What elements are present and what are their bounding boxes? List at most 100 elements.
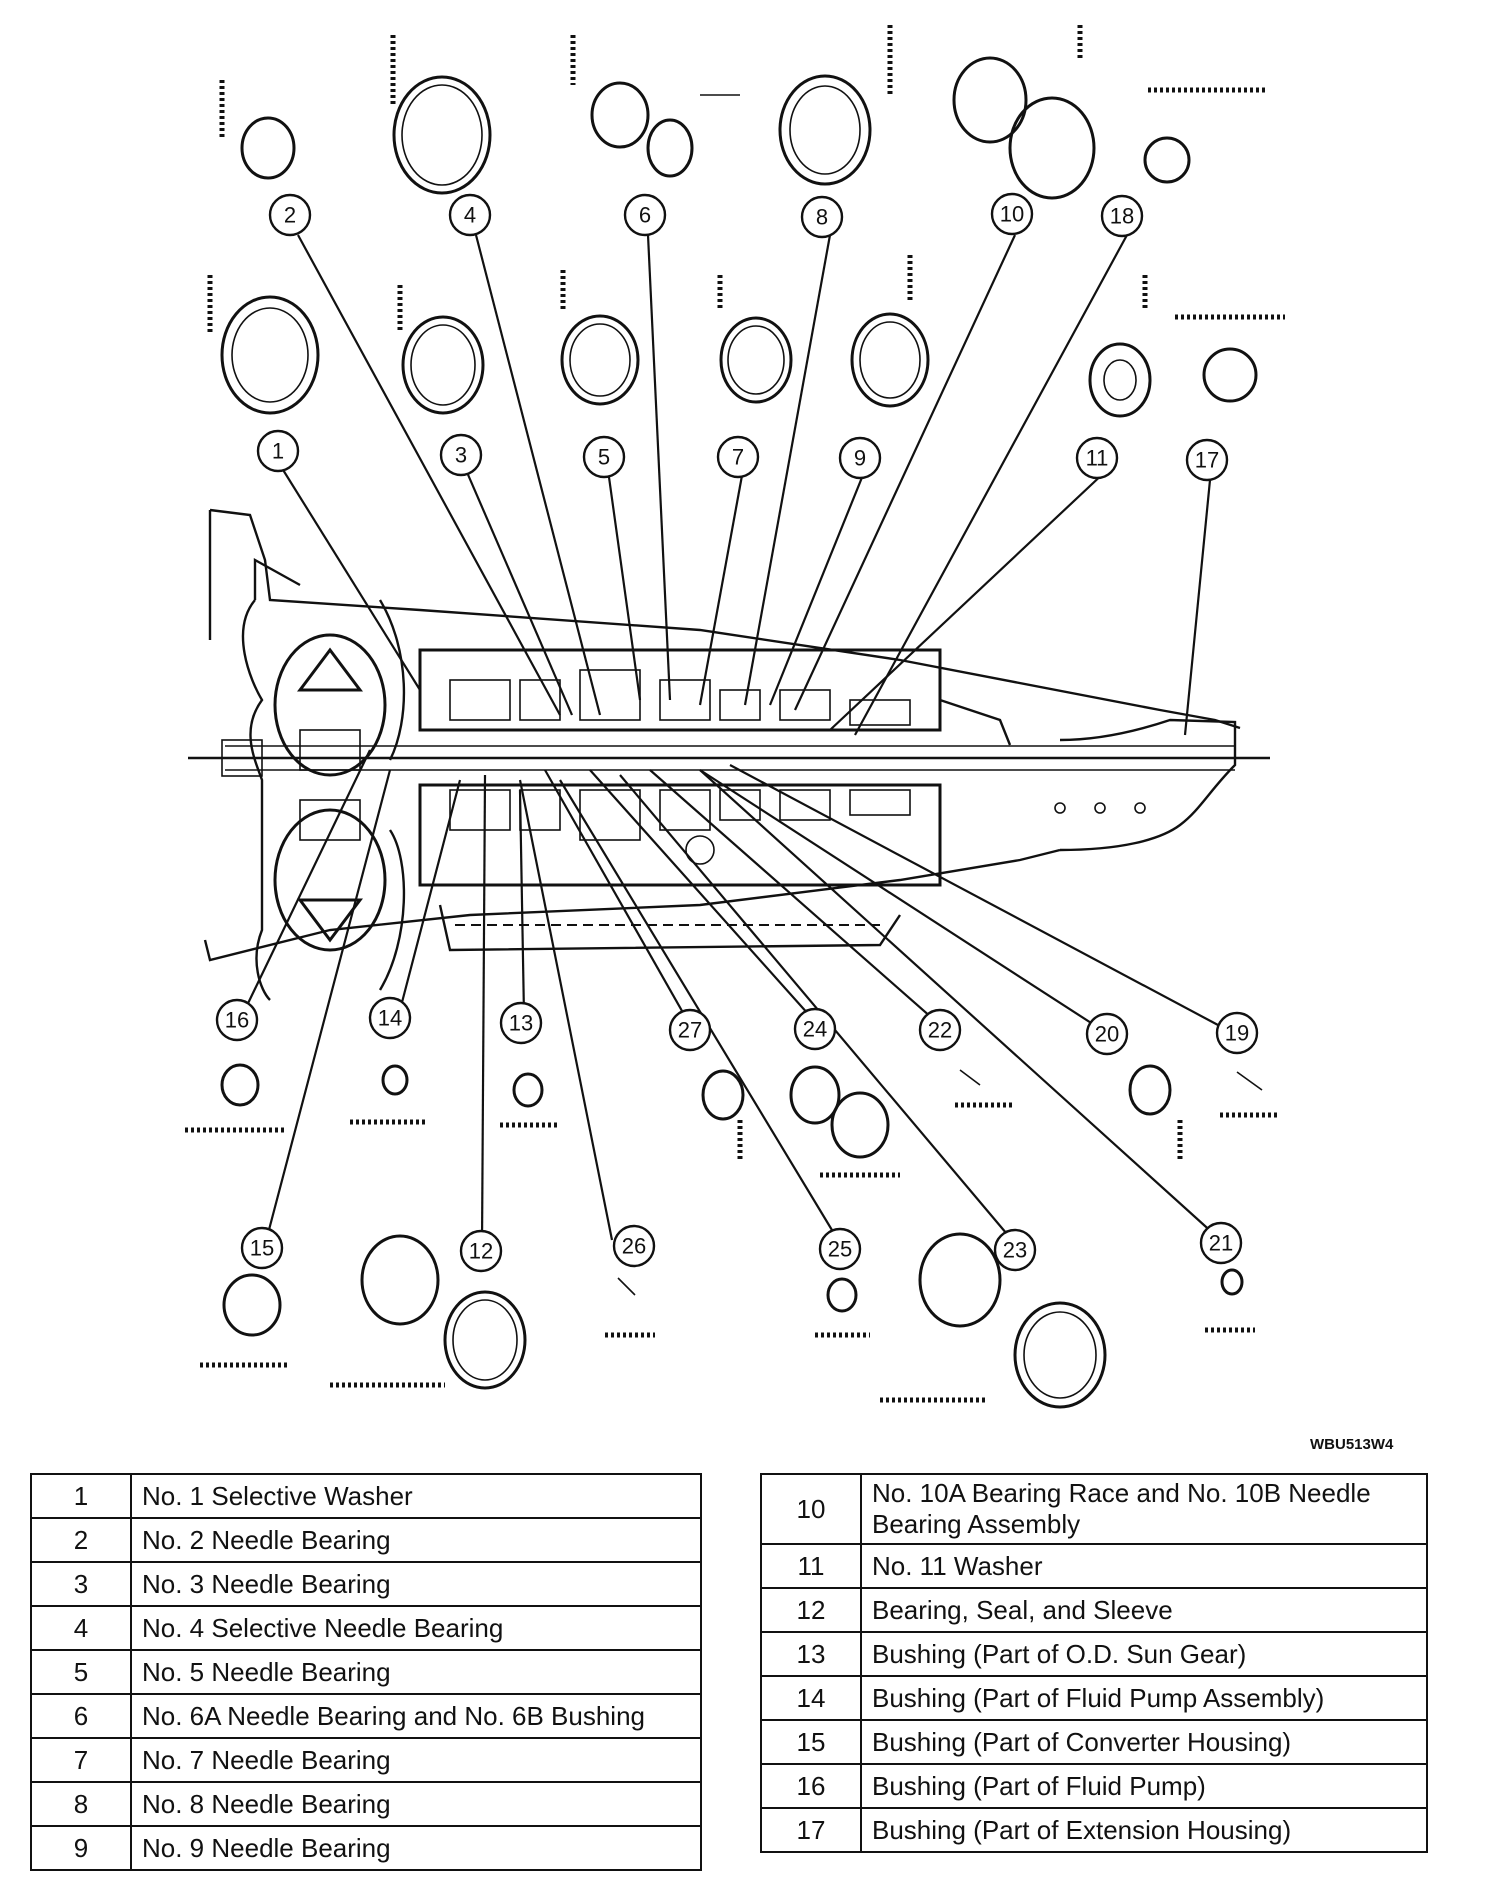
legend-description: Bushing (Part of Extension Housing) — [860, 1807, 1428, 1853]
callout-7: 7 — [716, 435, 760, 479]
leader-lines — [239, 234, 1219, 1246]
transmission-diagram: 2 4 6 8 10 18 1 3 5 7 9 11 17 16 14 13 2… — [185, 25, 1285, 1409]
svg-text:16: 16 — [225, 1008, 249, 1033]
legend-description: No. 2 Needle Bearing — [130, 1517, 702, 1563]
svg-text:22: 22 — [928, 1018, 952, 1043]
svg-text:2: 2 — [284, 203, 296, 228]
callout-16: 16 — [215, 998, 259, 1042]
callout-5: 5 — [582, 435, 626, 479]
svg-text:9: 9 — [854, 446, 866, 471]
svg-text:25: 25 — [828, 1237, 852, 1262]
callout-10: 10 — [990, 192, 1034, 236]
svg-text:21: 21 — [1209, 1231, 1233, 1256]
legend-description: Bushing (Part of Fluid Pump Assembly) — [860, 1675, 1428, 1721]
part-illustrations — [185, 25, 1285, 1409]
callout-4: 4 — [448, 193, 492, 237]
legend-description: No. 5 Needle Bearing — [130, 1649, 702, 1695]
callout-19: 19 — [1215, 1011, 1259, 1055]
legend-number: 2 — [30, 1517, 132, 1563]
legend-number: 9 — [30, 1825, 132, 1871]
legend-number: 7 — [30, 1737, 132, 1783]
callout-21: 21 — [1199, 1221, 1243, 1265]
legend-number: 5 — [30, 1649, 132, 1695]
svg-text:12: 12 — [469, 1239, 493, 1264]
legend-number: 10 — [760, 1473, 862, 1545]
callout-11: 11 — [1075, 436, 1119, 480]
callout-2: 2 — [268, 193, 312, 237]
svg-text:19: 19 — [1225, 1021, 1249, 1046]
callout-23: 23 — [993, 1228, 1037, 1272]
legend-description: No. 3 Needle Bearing — [130, 1561, 702, 1607]
callout-18: 18 — [1100, 194, 1144, 238]
callout-3: 3 — [439, 433, 483, 477]
callout-25: 25 — [818, 1227, 862, 1271]
legend-number: 11 — [760, 1543, 862, 1589]
callout-13: 13 — [499, 1001, 543, 1045]
legend-description: No. 1 Selective Washer — [130, 1473, 702, 1519]
callout-14: 14 — [368, 996, 412, 1040]
svg-text:15: 15 — [250, 1236, 274, 1261]
callout-12: 12 — [459, 1229, 503, 1273]
legend-description: No. 7 Needle Bearing — [130, 1737, 702, 1783]
svg-text:10: 10 — [1000, 202, 1024, 227]
legend-description: Bushing (Part of O.D. Sun Gear) — [860, 1631, 1428, 1677]
legend-description: No. 11 Washer — [860, 1543, 1428, 1589]
legend-number: 17 — [760, 1807, 862, 1853]
svg-text:14: 14 — [378, 1006, 402, 1031]
svg-text:13: 13 — [509, 1011, 533, 1036]
legend-number: 3 — [30, 1561, 132, 1607]
svg-text:24: 24 — [803, 1017, 827, 1042]
callout-26: 26 — [612, 1224, 656, 1268]
svg-text:11: 11 — [1086, 446, 1109, 471]
legend-description: No. 6A Needle Bearing and No. 6B Bushing — [130, 1693, 702, 1739]
callout-1: 1 — [256, 429, 300, 473]
svg-text:5: 5 — [598, 445, 610, 470]
svg-text:27: 27 — [678, 1018, 702, 1043]
svg-text:3: 3 — [455, 443, 467, 468]
legend-number: 14 — [760, 1675, 862, 1721]
callout-15: 15 — [240, 1226, 284, 1270]
legend-description: No. 8 Needle Bearing — [130, 1781, 702, 1827]
legend-description: Bearing, Seal, and Sleeve — [860, 1587, 1428, 1633]
callout-17: 17 — [1185, 438, 1229, 482]
legend-number: 1 — [30, 1473, 132, 1519]
svg-text:1: 1 — [272, 439, 284, 464]
figure-code: WBU513W4 — [1310, 1436, 1394, 1453]
callout-24: 24 — [793, 1007, 837, 1051]
callout-20: 20 — [1085, 1012, 1129, 1056]
legend-description: Bushing (Part of Fluid Pump) — [860, 1763, 1428, 1809]
legend-number: 12 — [760, 1587, 862, 1633]
legend-number: 15 — [760, 1719, 862, 1765]
legend-description: No. 9 Needle Bearing — [130, 1825, 702, 1871]
legend-description: Bushing (Part of Converter Housing) — [860, 1719, 1428, 1765]
svg-text:6: 6 — [639, 203, 651, 228]
legend-description: No. 4 Selective Needle Bearing — [130, 1605, 702, 1651]
legend-number: 8 — [30, 1781, 132, 1827]
callout-22: 22 — [918, 1008, 962, 1052]
legend-number: 13 — [760, 1631, 862, 1677]
svg-text:23: 23 — [1003, 1238, 1027, 1263]
callout-6: 6 — [623, 193, 667, 237]
callout-27: 27 — [668, 1008, 712, 1052]
svg-text:26: 26 — [622, 1234, 646, 1259]
legend-number: 6 — [30, 1693, 132, 1739]
svg-text:20: 20 — [1095, 1022, 1119, 1047]
